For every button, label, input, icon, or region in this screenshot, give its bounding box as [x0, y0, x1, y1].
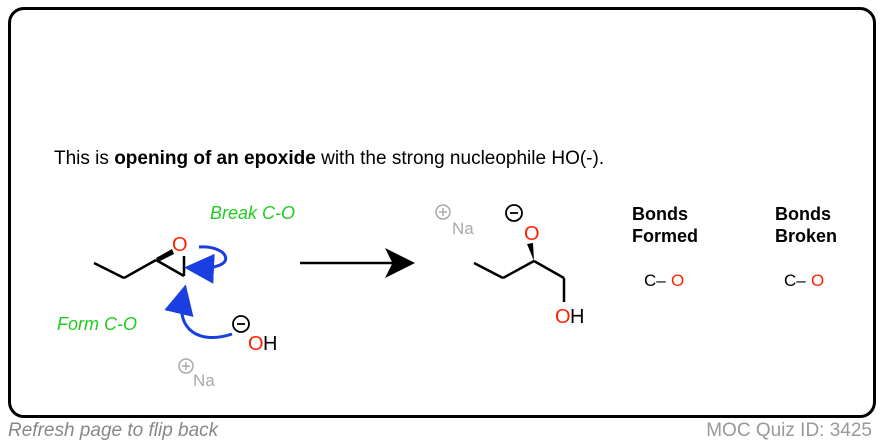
wedge-bond	[527, 243, 534, 261]
hydroxyl-oxygen: O	[555, 306, 571, 328]
flip-back-hint: Refresh page to flip back	[8, 420, 219, 441]
form-arrow	[164, 284, 233, 340]
bonds-formed-column: Bonds Formed C– O	[632, 204, 698, 290]
svg-text:Bonds: Bonds	[775, 204, 831, 224]
svg-text:Broken: Broken	[775, 226, 837, 246]
wedge-bond	[156, 249, 174, 262]
svg-text:O: O	[671, 271, 684, 290]
positive-charge-icon	[178, 358, 194, 374]
negative-charge-icon	[505, 204, 523, 222]
product-structure: Na O O H	[435, 204, 584, 328]
negative-charge-icon	[232, 315, 250, 333]
explanation-text: This is opening of an epoxide with the s…	[54, 148, 605, 169]
positive-charge-icon	[435, 204, 451, 220]
epoxide-structure: O	[93, 234, 188, 280]
hydroxide: O H	[232, 315, 277, 355]
break-label: Break C-O	[210, 203, 295, 223]
product-sodium: Na	[452, 219, 474, 238]
svg-text:Formed: Formed	[632, 226, 698, 246]
svg-text:Bonds: Bonds	[632, 204, 688, 224]
break-arrow	[184, 245, 228, 284]
svg-text:C–: C–	[784, 271, 806, 290]
svg-text:C–: C–	[644, 271, 666, 290]
svg-text:Na: Na	[193, 371, 215, 390]
epoxide-oxygen: O	[172, 234, 188, 256]
reactant-sodium: Na	[178, 358, 215, 390]
hydroxide-oxygen: O	[248, 333, 264, 355]
alkoxide-oxygen: O	[524, 223, 540, 245]
svg-text:O: O	[811, 271, 824, 290]
hydroxyl-hydrogen: H	[570, 306, 584, 328]
form-label: Form C-O	[57, 314, 137, 334]
hydroxide-hydrogen: H	[263, 333, 277, 355]
quiz-id: MOC Quiz ID: 3425	[706, 420, 872, 441]
bonds-broken-column: Bonds Broken C– O	[775, 204, 837, 290]
